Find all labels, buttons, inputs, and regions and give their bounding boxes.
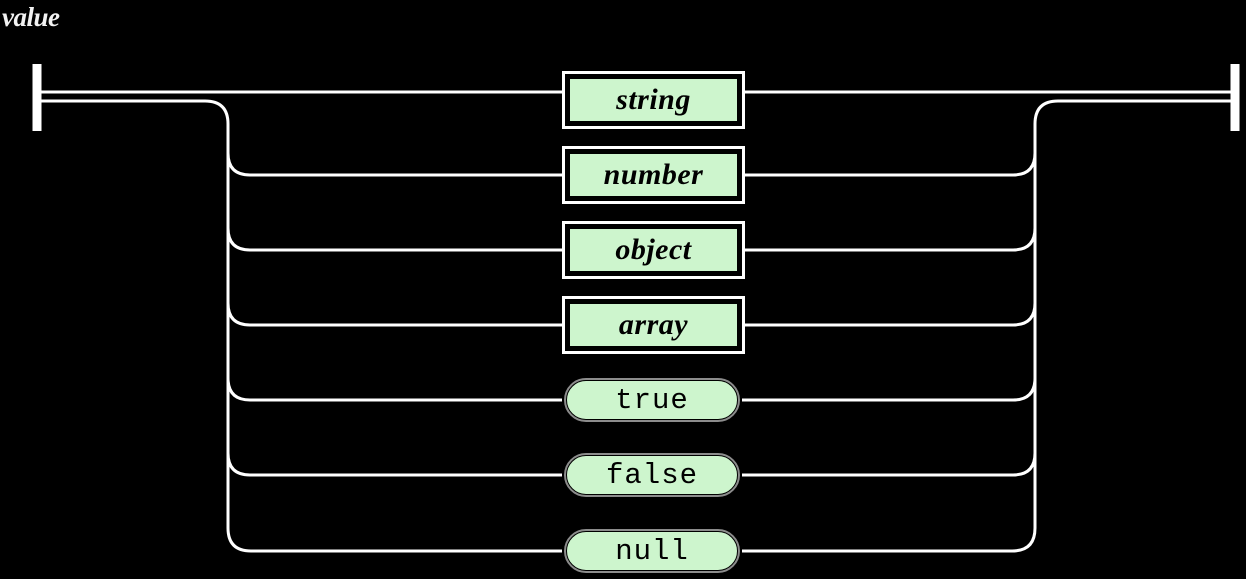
node-label-string: string: [616, 83, 691, 116]
branch-right-elbow-object: [1012, 227, 1037, 252]
branch-left-elbow-object: [226, 227, 251, 252]
branch-right-elbow-array: [1012, 302, 1037, 327]
branch-left-elbow-number: [226, 152, 251, 177]
node-label-false: false: [605, 458, 698, 492]
branch-right-elbow-true: [1012, 377, 1037, 402]
branch-right-elbow-number: [1012, 152, 1037, 177]
branch-left-elbow-false: [226, 452, 251, 477]
node-array[interactable]: array: [562, 296, 745, 354]
node-null[interactable]: null: [562, 527, 742, 575]
node-label-true: true: [615, 383, 689, 417]
fanout-bottom-curve: [226, 527, 252, 553]
branch-left-elbow-array: [226, 302, 251, 327]
merge-top-curve: [1033, 99, 1059, 125]
node-label-object: object: [615, 233, 692, 266]
node-number[interactable]: number: [562, 146, 745, 204]
node-object[interactable]: object: [562, 221, 745, 279]
node-label-null: null: [615, 534, 689, 568]
branch-right-elbow-false: [1012, 452, 1037, 477]
node-label-array: array: [618, 308, 689, 341]
node-label-number: number: [603, 158, 704, 191]
node-string[interactable]: string: [562, 71, 745, 129]
merge-bottom-curve: [1011, 527, 1037, 553]
fanout-top-curve: [204, 99, 230, 125]
node-true[interactable]: true: [562, 376, 742, 424]
page-title: value: [2, 2, 60, 32]
node-false[interactable]: false: [562, 451, 742, 499]
branch-left-elbow-true: [226, 377, 251, 402]
